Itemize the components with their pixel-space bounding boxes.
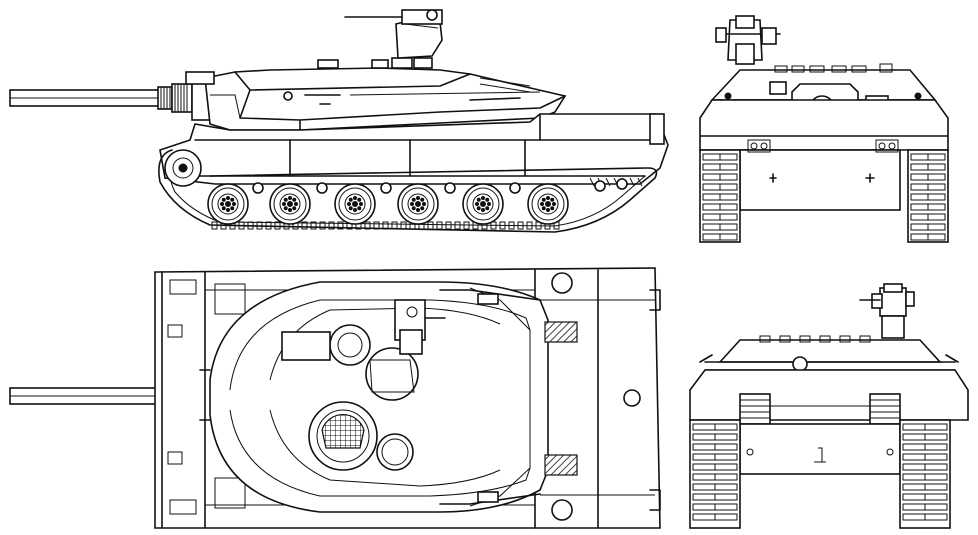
track-column [699,149,741,243]
track-column [689,419,741,529]
road-wheel [207,183,249,225]
side-gun-barrel [9,79,211,121]
side-turret [185,9,567,131]
road-wheel [397,183,439,225]
side-return-rollers [252,178,628,194]
road-wheel [527,183,569,225]
road-wheel [269,183,311,225]
track-column [899,419,951,529]
rear-view [699,15,949,243]
front-view [689,283,969,529]
side-road-wheels [207,183,569,225]
side-view [9,9,669,233]
road-wheel [334,183,376,225]
track-column [907,149,949,243]
side-hull [159,113,669,185]
road-wheel [462,183,504,225]
top-view [9,267,661,529]
side-drive-sprocket [164,149,202,187]
